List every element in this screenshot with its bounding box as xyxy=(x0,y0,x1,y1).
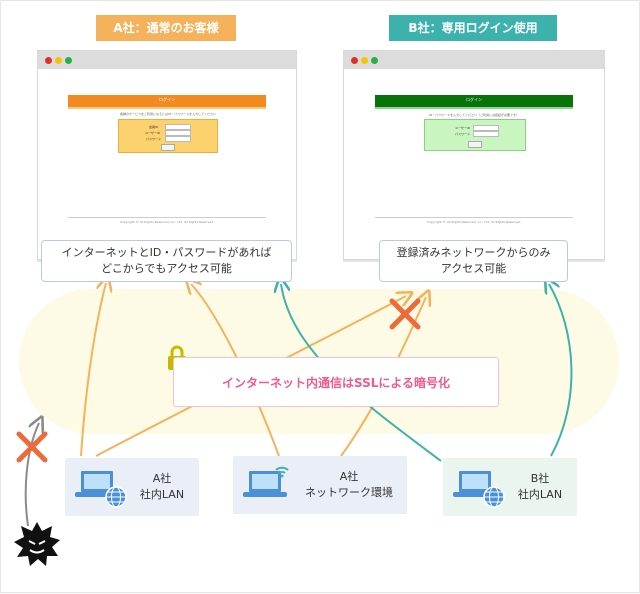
tag-company-a: A社：通常のお客様 xyxy=(96,15,236,41)
footer-copyright-b: Copyright © All Rights Reserved. Co., Lt… xyxy=(427,220,521,224)
login-header-b: ログイン xyxy=(375,95,573,109)
login-button-a[interactable] xyxy=(161,144,175,151)
node-a-network: A社 ネットワーク環境 xyxy=(233,456,407,514)
user-input-b[interactable] xyxy=(473,125,499,131)
globe-icon xyxy=(483,486,505,508)
caption-b-line1: 登録済みネットワークからのみ xyxy=(396,246,551,259)
node-a-net-line2: ネットワーク環境 xyxy=(305,486,393,499)
ssl-encryption-label: インターネット内通信はSSLによる暗号化 xyxy=(173,357,499,407)
arrow-virus-attempt xyxy=(24,423,39,527)
caption-b-line2: アクセス可能 xyxy=(440,262,507,275)
field-label: パスワード xyxy=(455,132,471,136)
node-a-internal-lan: A社 社内LAN xyxy=(65,458,199,516)
node-a-lan-line1: A社 xyxy=(152,472,172,485)
node-b-lan-line2: 社内LAN xyxy=(517,488,563,501)
field-label: パスワード xyxy=(146,137,162,141)
wifi-icon xyxy=(275,466,289,478)
close-dot xyxy=(351,57,358,64)
minimize-dot xyxy=(55,57,62,64)
laptop-icon xyxy=(243,471,287,497)
password-input-a[interactable] xyxy=(165,136,191,142)
browser-titlebar xyxy=(344,51,604,69)
arrow-a-net-to-a xyxy=(191,284,280,457)
node-a-lan-line2: 社内LAN xyxy=(139,488,185,501)
node-b-internal-lan: B社 社内LAN xyxy=(443,458,577,516)
maximize-dot xyxy=(65,57,72,64)
field-label: ユーザーID xyxy=(145,131,161,135)
field-label: ユーザーID xyxy=(455,126,471,130)
login-intro-a: 各種のサービスをご利用になるにはID・パスワードを入力してください xyxy=(119,112,216,116)
x-mark-icon xyxy=(16,431,48,463)
maximize-dot xyxy=(371,57,378,64)
field-label: 会員ID xyxy=(149,125,159,129)
footer-divider-b xyxy=(375,217,573,218)
x-mark-icon xyxy=(389,298,421,330)
browser-titlebar xyxy=(38,51,296,69)
caption-company-b: 登録済みネットワークからのみ アクセス可能 xyxy=(379,240,568,282)
caption-a-line1: インターネットとID・パスワードがあれば xyxy=(61,246,272,259)
arrow-b-lan-to-b xyxy=(549,284,573,457)
footer-copyright-a: Copyright © All Rights Reserved. Co., Lt… xyxy=(120,220,214,224)
caption-company-a: インターネットとID・パスワードがあれば どこからでもアクセス可能 xyxy=(41,240,292,282)
footer-divider-a xyxy=(68,217,266,218)
close-dot xyxy=(45,57,52,64)
laptop-icon xyxy=(453,471,497,497)
id-input-a[interactable] xyxy=(165,124,191,130)
node-a-net-line1: A社 xyxy=(339,470,359,483)
login-intro-b: ID・パスワードを入力してください（ご利用には認証が必要です） xyxy=(428,113,519,117)
globe-icon xyxy=(105,486,127,508)
browser-window-b: ログイン ID・パスワードを入力してください（ご利用には認証が必要です） ユーザ… xyxy=(343,50,605,260)
tag-company-b: B社：専用ログイン使用 xyxy=(389,15,557,41)
virus-icon xyxy=(14,522,60,566)
browser-window-a: ログイン 各種のサービスをご利用になるにはID・パスワードを入力してください 会… xyxy=(37,50,297,260)
login-button-b[interactable] xyxy=(468,141,482,148)
arrow-a-lan-to-a xyxy=(80,283,106,457)
login-header-a: ログイン xyxy=(68,95,266,109)
caption-a-line2: どこからでもアクセス可能 xyxy=(101,262,232,275)
password-input-b[interactable] xyxy=(473,131,499,137)
minimize-dot xyxy=(361,57,368,64)
user-input-a[interactable] xyxy=(165,130,191,136)
node-b-lan-line1: B社 xyxy=(530,472,550,485)
